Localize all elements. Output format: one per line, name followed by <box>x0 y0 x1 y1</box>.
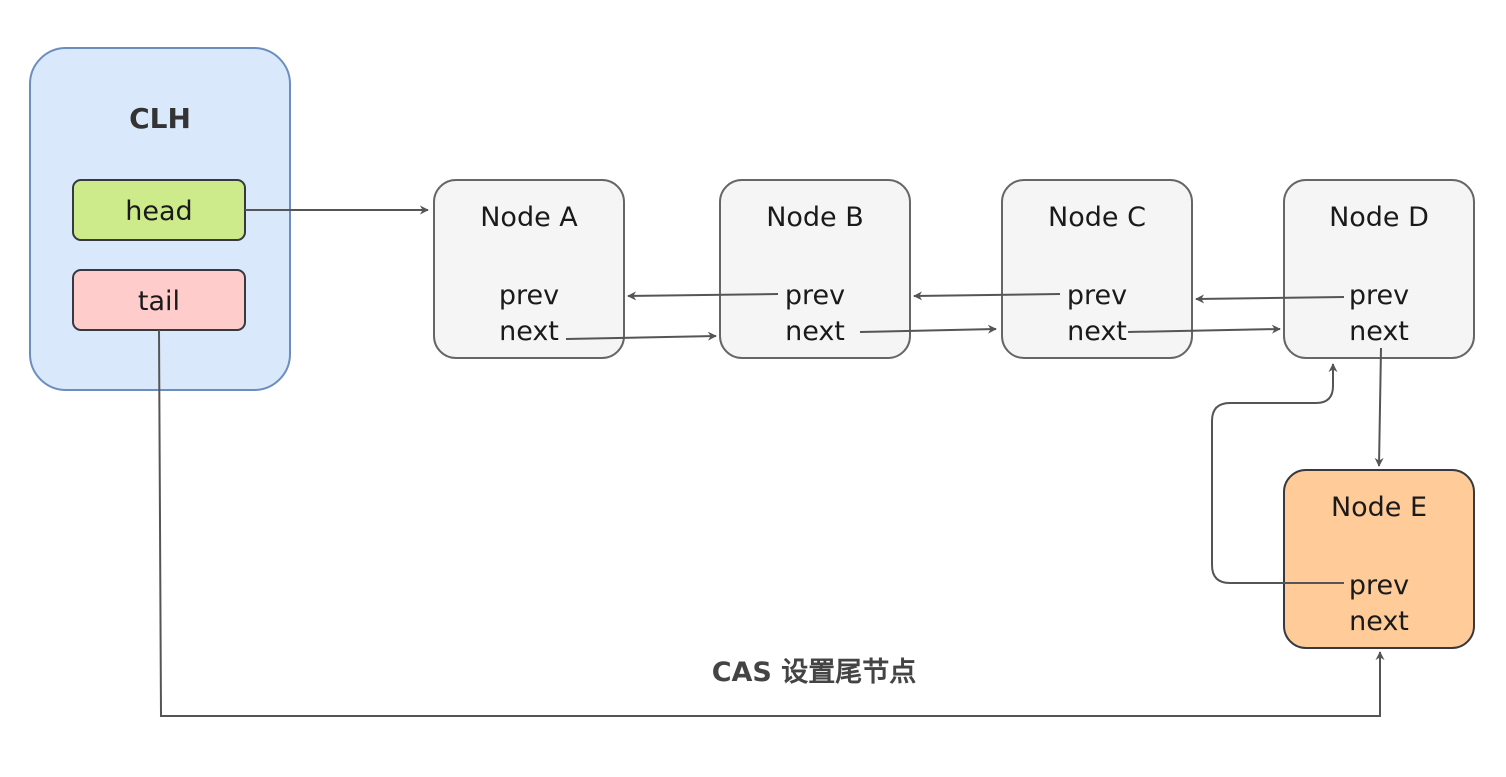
node-d-next: next <box>1349 316 1409 347</box>
node-a-prev: prev <box>499 280 559 311</box>
edge-node-c-prev-to-node-b <box>913 291 1061 301</box>
node-b-box <box>719 179 911 359</box>
edge-node-b-prev-to-node-a <box>627 291 779 301</box>
node-e-title: Node E <box>1331 492 1427 523</box>
clh-container: CLH head tail <box>29 47 291 391</box>
node-c-box <box>1001 179 1193 359</box>
edge-node-d-next-to-node-e <box>1374 347 1384 467</box>
edge-tail-to-node-e <box>158 329 1385 717</box>
node-a-next: next <box>499 316 559 347</box>
edge-node-a-next-to-node-b <box>565 331 717 341</box>
node-d-prev: prev <box>1349 280 1409 311</box>
node-a-title: Node A <box>480 202 578 233</box>
node-d: Node D prev next <box>1283 179 1475 359</box>
node-c-title: Node C <box>1048 202 1146 233</box>
tail-field: tail <box>72 269 246 331</box>
cas-caption: CAS 设置尾节点 <box>712 657 917 688</box>
node-b-next: next <box>785 316 845 347</box>
node-a: Node A prev next <box>433 179 625 359</box>
node-a-box <box>433 179 625 359</box>
edge-node-c-next-to-node-d <box>1127 324 1281 334</box>
node-e-box <box>1283 469 1475 649</box>
edge-node-d-prev-to-node-c <box>1195 294 1345 304</box>
edge-node-b-next-to-node-c <box>859 324 997 334</box>
node-c-prev: prev <box>1067 280 1127 311</box>
node-b-title: Node B <box>766 202 864 233</box>
node-e-next: next <box>1349 606 1409 637</box>
head-label: head <box>125 196 192 227</box>
edges <box>158 205 1385 717</box>
edge-node-e-prev-to-node-d <box>1211 363 1344 584</box>
tail-label: tail <box>138 286 180 317</box>
node-b: Node B prev next <box>719 179 911 359</box>
node-d-title: Node D <box>1329 202 1429 233</box>
head-field: head <box>72 179 246 241</box>
node-e-prev: prev <box>1349 570 1409 601</box>
node-c: Node C prev next <box>1001 179 1193 359</box>
node-d-box <box>1283 179 1475 359</box>
node-b-prev: prev <box>785 280 845 311</box>
clh-title: CLH <box>129 102 191 135</box>
node-c-next: next <box>1067 316 1127 347</box>
node-e: Node E prev next <box>1283 469 1475 649</box>
